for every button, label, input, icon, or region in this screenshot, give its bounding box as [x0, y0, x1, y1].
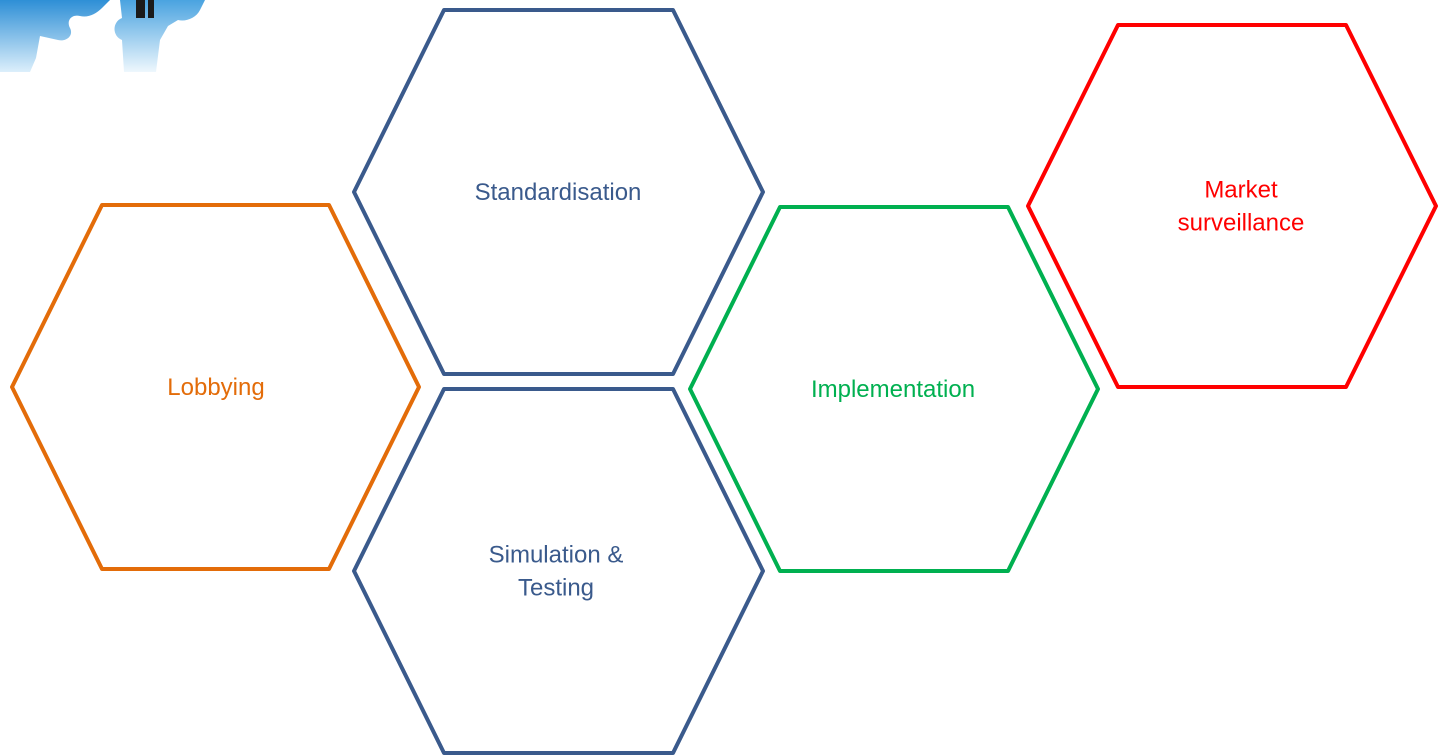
hexagon-lobbying: Lobbying [10, 203, 421, 571]
hexagon-outline [10, 203, 421, 571]
puzzle-pieces-logo-icon [0, 0, 205, 72]
hexagon-standardisation: Standardisation [352, 8, 765, 376]
hexagon-outline [352, 8, 765, 376]
hexagon-label-line: Testing [518, 575, 594, 602]
hexagon-label-line: Standardisation [475, 179, 642, 206]
hexagon-outline [352, 387, 765, 755]
hexagon-label-line: surveillance [1178, 210, 1305, 237]
hexagon-label-line: Market [1204, 177, 1278, 204]
hexagon-label: Standardisation [475, 179, 642, 206]
hexagon-label: Implementation [811, 376, 975, 403]
hexagon-label-line: Lobbying [167, 374, 264, 401]
hexagon-outline [1026, 23, 1438, 389]
hexagon-market-surveillance: Market surveillance [1026, 23, 1438, 389]
hexagon-label-line: Simulation & [489, 542, 624, 569]
hexagon-outline [688, 205, 1100, 573]
hexagon-implementation: Implementation [688, 205, 1100, 573]
hexagon-simulation-testing: Simulation & Testing [352, 387, 765, 755]
hexagon-label: Market surveillance [1178, 177, 1305, 237]
hexagon-label-line: Implementation [811, 376, 975, 403]
hexagon-label: Lobbying [167, 374, 264, 401]
hexagon-label: Simulation & Testing [489, 542, 624, 602]
